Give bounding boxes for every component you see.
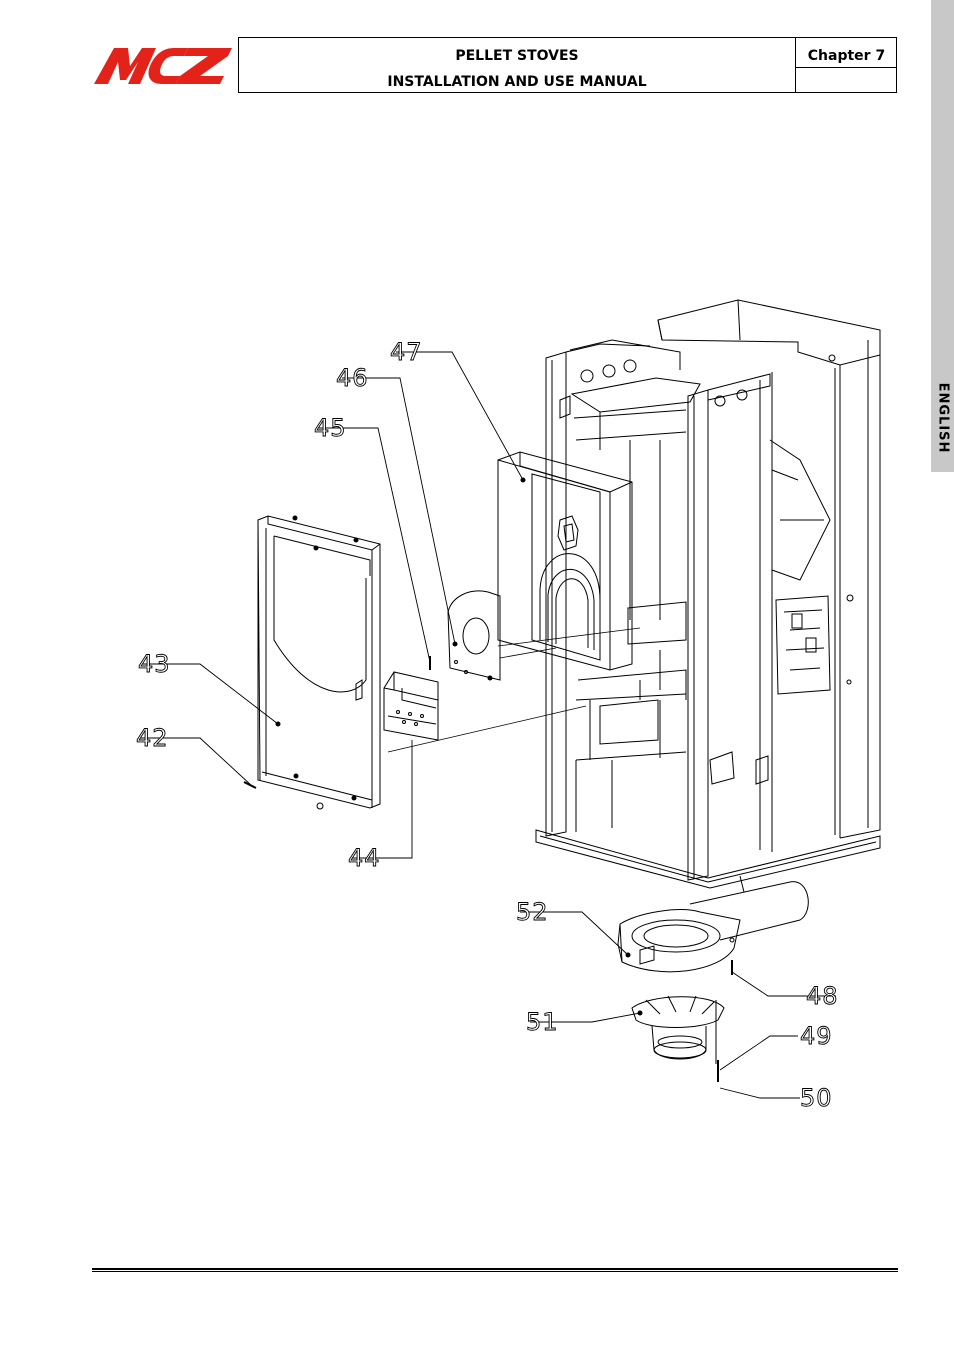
mcz-logo (94, 48, 232, 84)
language-tab: ENGLISH (931, 0, 954, 472)
part-47-firebox-frame (497, 451, 633, 671)
callout-45: 45 (314, 414, 347, 442)
part-43-door-panel (257, 515, 381, 810)
callout-49: 49 (800, 1022, 833, 1050)
chapter-label: Chapter 7 (807, 48, 886, 64)
part-52-fan-housing (617, 875, 809, 973)
header-title-cell: PELLET STOVES INSTALLATION AND USE MANUA… (239, 38, 796, 92)
part-46-gasket (447, 590, 501, 681)
chapter-divider (796, 67, 897, 68)
assembly-lines (387, 627, 641, 753)
doc-subtitle: INSTALLATION AND USE MANUAL (387, 74, 647, 90)
footer-rule-thick (92, 1268, 898, 1270)
footer-rule-thin (92, 1271, 898, 1272)
callout-labels: 47 46 45 43 42 44 52 51 48 49 50 (136, 338, 839, 1113)
callout-42: 42 (136, 724, 169, 752)
footer-rule (92, 1268, 898, 1272)
callout-leaders (140, 351, 836, 1099)
callout-51: 51 (526, 1008, 559, 1036)
callout-46: 46 (336, 364, 369, 392)
part-51-fan-impeller (631, 995, 725, 1060)
callout-43: 43 (138, 650, 171, 678)
part-44-burn-pot (383, 671, 439, 741)
callout-52: 52 (516, 898, 549, 926)
header-box: PELLET STOVES INSTALLATION AND USE MANUA… (238, 37, 897, 93)
callout-48: 48 (806, 982, 839, 1010)
doc-title: PELLET STOVES (455, 48, 579, 64)
stove-body (535, 299, 881, 889)
callout-44: 44 (348, 844, 381, 872)
callout-50: 50 (800, 1084, 833, 1112)
chapter-cell: Chapter 7 (796, 38, 897, 92)
fasteners (243, 656, 733, 1082)
callout-47: 47 (390, 338, 423, 366)
